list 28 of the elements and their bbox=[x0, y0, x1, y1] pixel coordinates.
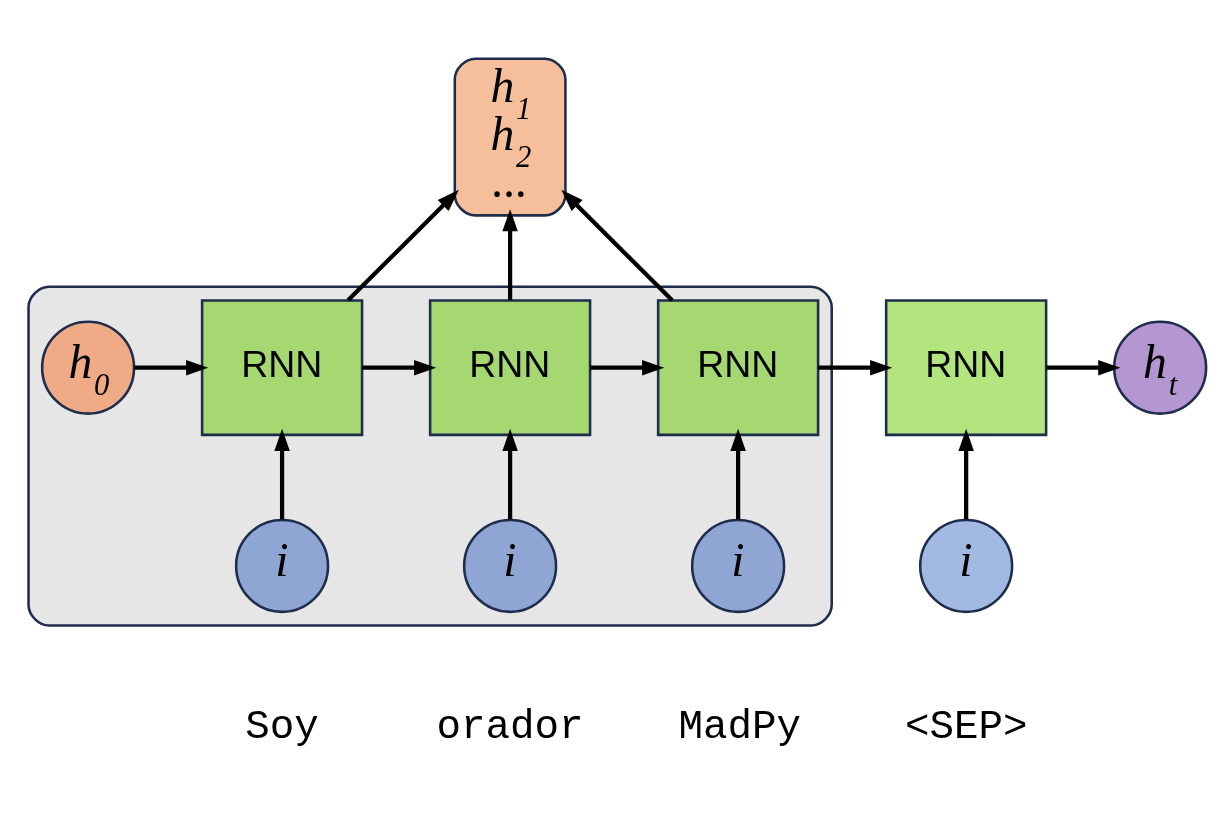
label: Soy bbox=[245, 703, 319, 750]
node-box: RNN bbox=[656, 298, 820, 436]
label: MadPy bbox=[678, 703, 802, 750]
arrow bbox=[590, 359, 665, 375]
arrow bbox=[818, 359, 893, 375]
label: orador bbox=[436, 703, 584, 750]
arrow bbox=[1046, 359, 1121, 375]
arrow bbox=[561, 189, 674, 302]
node-circle: i bbox=[462, 518, 558, 613]
arrow bbox=[958, 428, 974, 519]
arrow bbox=[502, 208, 518, 300]
node-box: RNN bbox=[200, 298, 364, 436]
node-box: h$_{1}$ h$_{2}$ ... bbox=[453, 57, 567, 217]
node-box: RNN bbox=[428, 298, 592, 436]
node-circle: i bbox=[918, 518, 1014, 613]
arrow bbox=[502, 428, 518, 519]
node-circle: h$_{t}$ bbox=[1112, 319, 1208, 415]
arrow bbox=[274, 428, 290, 519]
arrow bbox=[134, 359, 209, 375]
arrow bbox=[346, 189, 459, 302]
node-circle: i bbox=[234, 518, 330, 613]
node-circle: h$_{0}$ bbox=[40, 319, 136, 415]
arrow bbox=[730, 428, 746, 519]
node-circle: i bbox=[690, 518, 786, 613]
label: <SEP> bbox=[904, 703, 1028, 750]
node-box: RNN bbox=[884, 298, 1048, 436]
cluster bbox=[27, 285, 833, 627]
arrow bbox=[362, 359, 437, 375]
